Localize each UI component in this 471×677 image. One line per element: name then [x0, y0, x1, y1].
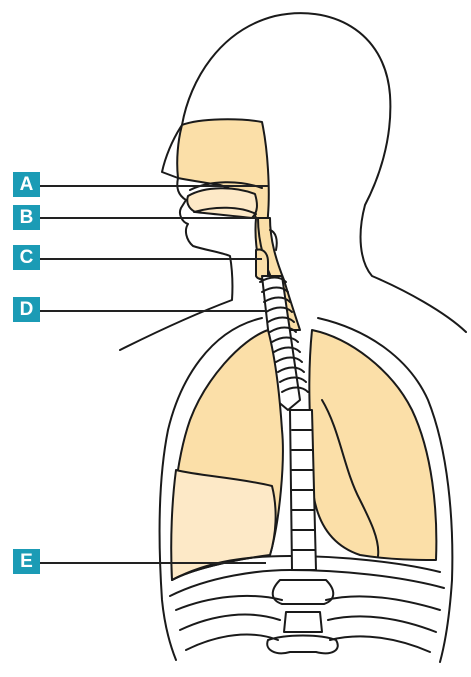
oral-cavity — [187, 188, 257, 218]
rib-left-2 — [180, 615, 280, 630]
leader-line-c — [40, 258, 262, 260]
leader-line-b — [40, 217, 258, 219]
rib-left-1 — [176, 596, 282, 610]
rib-left-3 — [186, 635, 278, 650]
label-c: C — [13, 245, 40, 270]
label-b: B — [13, 205, 40, 230]
rib-right-3 — [330, 636, 430, 652]
larynx — [256, 250, 268, 280]
left-lung-lower-lobe — [171, 470, 275, 580]
leader-line-d — [40, 310, 266, 312]
label-e: E — [13, 549, 40, 574]
leader-line-e — [40, 562, 266, 564]
leader-line-a — [40, 185, 268, 187]
rib-right-1 — [326, 596, 440, 610]
label-d: D — [13, 297, 40, 322]
label-a: A — [13, 172, 40, 197]
rib-right-2 — [328, 616, 436, 632]
